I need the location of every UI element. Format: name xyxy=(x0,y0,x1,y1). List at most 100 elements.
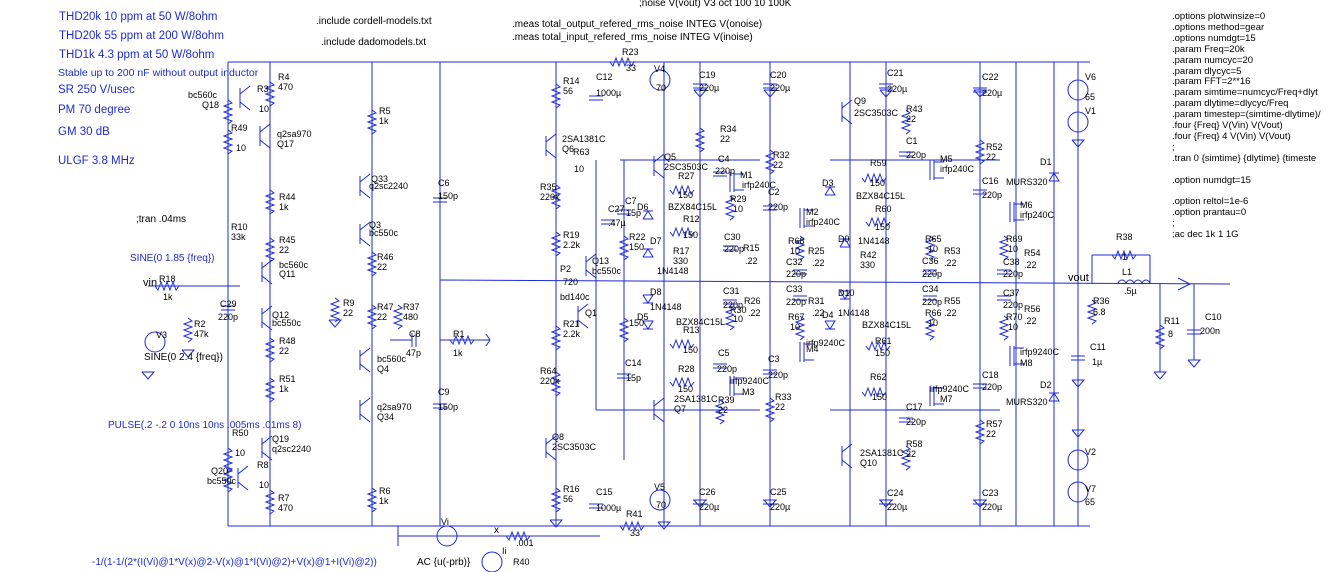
component-label: 150 xyxy=(629,242,644,252)
component-label: Vi xyxy=(441,517,449,527)
component-label: 1k xyxy=(279,384,289,394)
component-label: 1k xyxy=(379,116,389,126)
component-label: L1 xyxy=(1122,267,1132,277)
component-label: R64 xyxy=(540,366,557,376)
transistor-lead xyxy=(359,413,371,423)
ground-symbol xyxy=(693,89,708,98)
component-label: bc560c xyxy=(377,354,407,364)
ground-symbol xyxy=(973,89,988,98)
component-label: 150p xyxy=(438,191,458,201)
component-label: 470 xyxy=(278,82,293,92)
component-label: 1N4148 xyxy=(838,308,870,318)
component-label: R66 xyxy=(925,308,942,318)
component-label: 2SA1381C xyxy=(674,394,718,404)
resistor-symbol xyxy=(764,149,776,175)
spec-line-4: Stable up to 200 nF without output induc… xyxy=(58,67,259,79)
component-label: C24 xyxy=(887,488,904,498)
component-label: 33 xyxy=(626,63,636,73)
meas-directive-2: .meas total_input_refered_rms_noise INTE… xyxy=(512,32,753,43)
component-label: 220µ xyxy=(699,502,719,512)
component-label: Q11 xyxy=(279,269,295,279)
diode-symbol xyxy=(839,290,851,300)
component-label: 10 xyxy=(733,314,743,324)
tran-comment: ;tran .04ms xyxy=(136,214,187,225)
resistor-symbol xyxy=(222,129,234,155)
option-line: .four {Freq} V(Vin) V(Vout) xyxy=(1172,120,1283,132)
component-label: D8 xyxy=(650,287,662,297)
resistor-symbol xyxy=(900,445,912,471)
component-label: R62 xyxy=(870,372,887,382)
component-label: 22 xyxy=(718,405,728,415)
component-label: R67 xyxy=(788,312,805,322)
component-label: 22 xyxy=(343,308,353,318)
spec-line-2: THD20k 55 ppm at 200 W/8ohm xyxy=(59,30,224,42)
resistor-symbol xyxy=(669,376,695,388)
component-label: R27 xyxy=(678,171,695,181)
component-label: BZX84C15L xyxy=(676,317,725,327)
option-line: .four {Freq} 4 V(Vin) V(Vout) xyxy=(1172,130,1291,142)
component-label: 15p xyxy=(626,373,641,383)
component-label: 1 xyxy=(1122,252,1127,262)
resistor-symbol xyxy=(366,109,378,135)
component-label: 22 xyxy=(377,262,387,272)
component-label: Q19 xyxy=(272,434,289,444)
component-label: 150 xyxy=(870,178,885,188)
resistor-symbol xyxy=(998,315,1010,341)
transistor-lead xyxy=(653,153,665,163)
option-line xyxy=(1172,165,1321,176)
component-label: 220p xyxy=(786,297,806,307)
component-label: Q1 xyxy=(585,308,597,318)
component-label: R46 xyxy=(377,252,394,262)
component-label: 220µ xyxy=(770,502,790,512)
component-label: 220µ xyxy=(699,83,719,93)
component-label: 6.8 xyxy=(1093,307,1106,317)
component-label: irfp9240C xyxy=(806,338,846,348)
ground-symbol xyxy=(693,499,708,508)
component-label: R70 xyxy=(1006,312,1023,322)
component-label: V6 xyxy=(1085,72,1096,82)
component-label: R34 xyxy=(720,124,737,134)
component-label: C31 xyxy=(723,286,740,296)
component-label: 10 xyxy=(574,164,584,174)
resistor-symbol xyxy=(366,487,378,513)
component-label: Q12 xyxy=(272,310,289,320)
component-label: C27 xyxy=(608,204,625,214)
component-label: .22 xyxy=(748,308,761,318)
component-label: 1µ xyxy=(1092,357,1102,367)
component-label: D9 xyxy=(838,234,850,244)
component-label: C14 xyxy=(625,358,642,368)
option-line: .param dlytime=dlycyc/Freq xyxy=(1172,98,1289,110)
component-label: 56 xyxy=(563,494,573,504)
component-label: R36 xyxy=(1093,296,1110,306)
component-label: R52 xyxy=(986,142,1003,152)
component-label: 2SA1381C xyxy=(562,134,606,144)
component-label: q2sa970 xyxy=(377,402,412,412)
component-label: 70 xyxy=(656,83,666,93)
option-line: .options numdgt=15 xyxy=(1172,32,1256,44)
component-label: C5 xyxy=(718,348,730,358)
component-label: R63 xyxy=(573,147,590,157)
component-label: R28 xyxy=(678,364,695,374)
component-label: 10 xyxy=(1008,322,1018,332)
ground-symbol xyxy=(879,499,894,508)
component-label: C33 xyxy=(786,284,803,294)
resistor-symbol xyxy=(550,231,562,257)
component-label: R47 xyxy=(377,302,394,312)
component-label: V2 xyxy=(1085,447,1096,457)
component-label: M2 xyxy=(806,207,819,217)
option-line: .param Freq=20k xyxy=(1172,43,1245,55)
ground-symbol xyxy=(1071,139,1086,148)
component-label: 220p xyxy=(218,312,238,322)
component-label: C30 xyxy=(724,232,741,242)
component-label: .22 xyxy=(812,308,825,318)
component-label: .001 xyxy=(516,538,534,548)
option-line: .tran 0 {simtime} {dlytime} {timeste xyxy=(1172,152,1317,164)
transistor-lead xyxy=(653,169,665,179)
component-label: R1 xyxy=(453,329,465,339)
component-label: bc550c xyxy=(207,476,237,486)
component-label: C17 xyxy=(906,402,923,412)
component-label: 330 xyxy=(860,260,875,270)
transistor-lead xyxy=(237,465,249,475)
transistor-lead xyxy=(359,221,371,231)
component-label: R5 xyxy=(379,106,391,116)
